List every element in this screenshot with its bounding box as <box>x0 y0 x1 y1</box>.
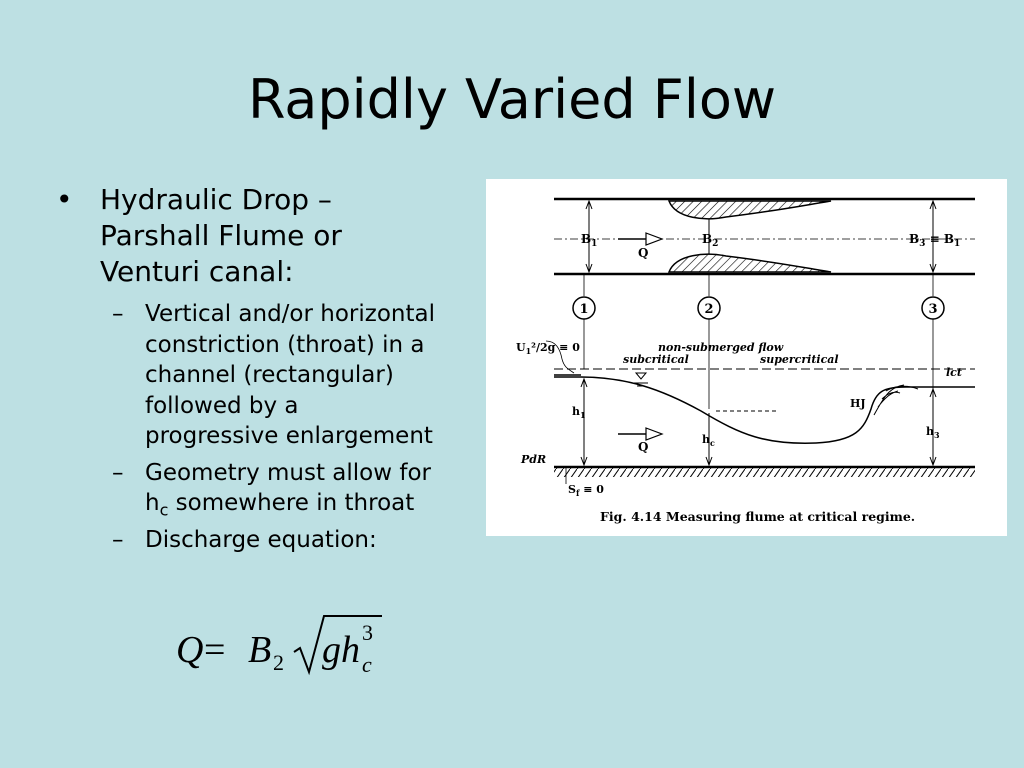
dash-glyph: – <box>112 301 124 327</box>
svg-text:Sf ≡ 0: Sf ≡ 0 <box>568 483 604 498</box>
subbullet-line: followed by a <box>145 392 299 419</box>
discharge-equation: Q = B 2 gh 3 c <box>176 606 406 686</box>
label-b2: B <box>702 232 712 246</box>
profile-view: U1²/2g ≡ 0 non-submerged flow subcritica… <box>516 340 975 498</box>
eq-b: B <box>248 629 271 671</box>
label-b3: B <box>909 232 919 246</box>
section-1: 1 <box>579 302 588 317</box>
subbullet-text: somewhere in throat <box>168 490 415 516</box>
label-q-profile: Q <box>638 440 648 454</box>
sqrt-sign <box>293 615 382 676</box>
label-flow-type: non-submerged flow <box>658 341 784 354</box>
subbullet-line: constriction (throat) in a <box>145 331 425 358</box>
hydraulic-jump-icon <box>873 384 919 416</box>
upper-wall-constriction <box>667 200 832 220</box>
bullet-list: • Hydraulic Drop – Parshall Flume or Ven… <box>56 182 476 555</box>
eq-h-sup: 3 <box>362 620 373 645</box>
svg-text:U1²/2g ≡ 0: U1²/2g ≡ 0 <box>516 341 580 356</box>
svg-text:B3 ≡ B1: B3 ≡ B1 <box>909 232 960 249</box>
eq-h-sub: c <box>362 652 372 677</box>
eq-q: Q <box>176 629 203 671</box>
label-h1-sub: 1 <box>580 410 586 420</box>
subbullet-line: hc somewhere in throat <box>145 488 476 519</box>
eq-equals: = <box>204 629 225 671</box>
eq-b-sub: 2 <box>273 650 284 675</box>
subbullet-line: progressive enlargement <box>145 423 433 449</box>
subbullet-geometry: – Geometry must allow for hc somewhere i… <box>56 458 476 519</box>
label-b1-sub: 1 <box>591 239 597 249</box>
label-sf: S <box>568 483 576 496</box>
section-markers: 1 2 3 <box>572 274 945 409</box>
subbullet-line: Discharge equation: <box>145 526 377 553</box>
bullet-hydraulic-drop: • Hydraulic Drop – Parshall Flume or Ven… <box>56 182 476 290</box>
flow-arrow-profile-icon <box>618 427 664 441</box>
label-b2-sub: 2 <box>712 239 718 249</box>
water-level-symbol-icon <box>634 372 648 387</box>
bullet-line: Hydraulic Drop – <box>100 183 332 216</box>
hc-symbol: h <box>145 490 160 516</box>
bullet-line: Parshall Flume or <box>100 219 342 252</box>
svg-text:B1: B1 <box>581 232 597 249</box>
hc-subscript: c <box>159 500 169 520</box>
slide-title: Rapidly Varied Flow <box>247 68 777 131</box>
label-energy-head-rest: ²/2g ≡ 0 <box>531 341 580 354</box>
label-hj: HJ <box>850 397 866 410</box>
subbullet-line: Geometry must allow for <box>145 459 431 486</box>
section-2: 2 <box>704 302 713 317</box>
subbullet-discharge: – Discharge equation: <box>56 525 476 556</box>
subbullet-line: channel (rectangular) <box>145 362 394 388</box>
label-lct: lct <box>946 366 962 379</box>
label-sf-sub: f <box>576 488 580 498</box>
figure-caption: Fig. 4.14 Measuring flume at critical re… <box>600 509 915 524</box>
label-hc-sub: c <box>710 438 715 448</box>
label-h1: h <box>572 405 580 418</box>
label-b3-equiv: ≡ B <box>925 232 954 246</box>
flow-arrow-plan-icon <box>618 232 664 246</box>
bullet-line: Venturi canal: <box>100 255 294 288</box>
subbullet-line: Vertical and/or horizontal <box>145 301 435 327</box>
dash-glyph: – <box>112 526 124 553</box>
label-pdr: PdR <box>520 453 546 466</box>
lower-wall-constriction <box>667 253 832 273</box>
label-sf-rest: ≡ 0 <box>579 483 604 496</box>
label-hc: h <box>702 433 710 446</box>
label-h3-sub: 3 <box>934 430 940 440</box>
flume-figure: B1 B2 B3 ≡ B1 Q 1 2 3 <box>486 179 1007 536</box>
svg-text:h3: h3 <box>926 425 940 440</box>
eq-gh: gh <box>322 629 360 671</box>
label-energy-head: U <box>516 341 526 354</box>
svg-text:h1: h1 <box>572 405 586 420</box>
section-3: 3 <box>928 302 937 317</box>
label-b1: B <box>581 232 591 246</box>
subbullet-constriction: – Vertical and/or horizontal constrictio… <box>56 299 476 452</box>
dash-glyph: – <box>112 459 124 486</box>
water-surface <box>554 376 975 444</box>
bullet-glyph: • <box>56 183 73 216</box>
label-h3: h <box>926 425 934 438</box>
label-energy-head-sub: 1 <box>526 346 532 356</box>
label-b3-sub: 3 <box>919 239 925 249</box>
label-q-plan: Q <box>638 246 648 260</box>
svg-text:hc: hc <box>702 433 715 448</box>
plan-view: B1 B2 B3 ≡ B1 Q <box>554 197 975 276</box>
label-subcritical: subcritical <box>623 353 689 366</box>
channel-bed <box>554 468 975 477</box>
svg-text:B2: B2 <box>702 232 718 249</box>
label-supercritical: supercritical <box>760 353 839 366</box>
label-b3-equiv-sub: 1 <box>954 239 960 249</box>
